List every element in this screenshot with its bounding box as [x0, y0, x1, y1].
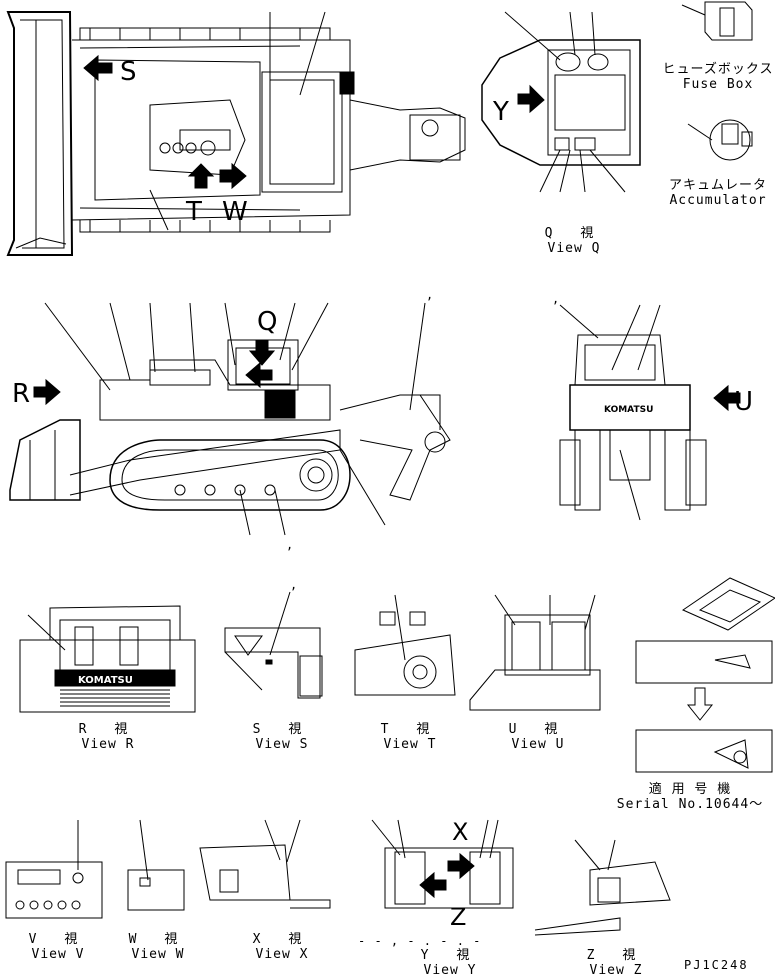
view-letter-s: S — [120, 57, 137, 87]
view-letter-w: W — [222, 197, 248, 227]
dash-marks: - - , - . - . - — [358, 934, 482, 948]
view-q-caption-jp: Q 視 — [544, 226, 604, 241]
label-sheet-graphic — [636, 578, 775, 772]
view-v-panel — [6, 820, 102, 918]
stray-mark-1: , — [426, 288, 435, 302]
view-u-cab-side — [470, 595, 600, 710]
view-z-cab — [535, 840, 670, 935]
view-x-chassis — [200, 820, 330, 908]
view-letter-z: Z — [450, 903, 466, 931]
fuse-box-label-jp: ヒューズボックス — [662, 62, 774, 77]
accumulator-label-en: Accumulator — [669, 193, 767, 208]
view-t-engine — [355, 595, 455, 695]
view-q-caption-en: View Q — [547, 241, 601, 256]
view-z-caption-jp: Z 視 — [586, 948, 646, 963]
view-letter-x: X — [452, 818, 468, 846]
view-s-frame — [225, 592, 322, 698]
view-y-caption: Y 視 View Y — [421, 948, 480, 978]
serial-number-en: Serial No.10644〜 — [616, 797, 764, 812]
view-v-caption-en: View V — [31, 947, 85, 962]
stray-mark-4: , — [290, 578, 299, 592]
stray-mark-2: , — [552, 292, 561, 306]
view-letter-q: Q — [257, 307, 277, 337]
view-t-caption-jp: T 視 — [380, 722, 440, 737]
fuse-box-label: ヒューズボックス Fuse Box — [663, 62, 774, 92]
view-u-caption: U 視 View U — [509, 722, 568, 752]
view-v-caption-jp: V 視 — [28, 932, 88, 947]
view-letter-r: R — [12, 379, 30, 409]
accumulator-label-jp: アキュムレータ — [668, 178, 768, 193]
view-x-caption-jp: X 視 — [252, 932, 312, 947]
view-w-caption-jp: W 視 — [128, 932, 188, 947]
view-r-front-grille — [20, 606, 195, 712]
side-elevation-view — [10, 303, 450, 535]
view-u-caption-en: View U — [511, 737, 565, 752]
view-z-caption: Z 視 View Z — [587, 948, 646, 978]
view-s-caption-jp: S 視 — [252, 722, 312, 737]
serial-number-jp: 適 用 号 機 — [648, 782, 732, 797]
view-w-caption-en: View W — [131, 947, 185, 962]
top-plan-view — [8, 12, 465, 255]
rear-brand-plate: KOMATSU — [604, 405, 653, 415]
view-t-caption-en: View T — [383, 737, 437, 752]
view-r-caption: R 視 View R — [79, 722, 138, 752]
view-y-cab — [372, 820, 513, 908]
accumulator-icon — [688, 120, 752, 160]
view-v-caption: V 視 View V — [29, 932, 88, 962]
view-y-caption-en: View Y — [423, 963, 477, 978]
view-w-caption: W 視 View W — [129, 932, 188, 962]
view-s-caption: S 視 View S — [253, 722, 312, 752]
view-r-caption-jp: R 視 — [78, 722, 138, 737]
view-q-caption: Q 視 View Q — [545, 226, 604, 256]
view-w-panel — [128, 820, 184, 910]
fuse-box-icon — [682, 2, 752, 40]
view-u-caption-jp: U 視 — [508, 722, 568, 737]
view-x-caption: X 視 View X — [253, 932, 312, 962]
fuse-box-label-en: Fuse Box — [682, 77, 754, 92]
view-q-cab-floor — [482, 12, 640, 192]
rear-view-machine — [560, 305, 740, 520]
serial-number-note: 適 用 号 機 Serial No.10644〜 — [617, 782, 763, 812]
view-r-caption-en: View R — [81, 737, 135, 752]
view-y-caption-jp: Y 視 — [420, 948, 480, 963]
front-brand-plate: KOMATSU — [78, 675, 133, 686]
view-t-caption: T 視 View T — [381, 722, 440, 752]
view-s-caption-en: View S — [255, 737, 309, 752]
view-letter-t: T — [185, 197, 202, 227]
view-letter-y: Y — [492, 97, 509, 127]
grille-slats — [60, 690, 170, 706]
view-x-caption-en: View X — [255, 947, 309, 962]
view-letter-u: U — [734, 387, 753, 417]
accumulator-label: アキュムレータ Accumulator — [669, 178, 767, 208]
view-z-caption-en: View Z — [589, 963, 643, 978]
stray-mark-3: , — [286, 538, 295, 552]
drawing-code: PJ1C248 — [684, 958, 749, 972]
